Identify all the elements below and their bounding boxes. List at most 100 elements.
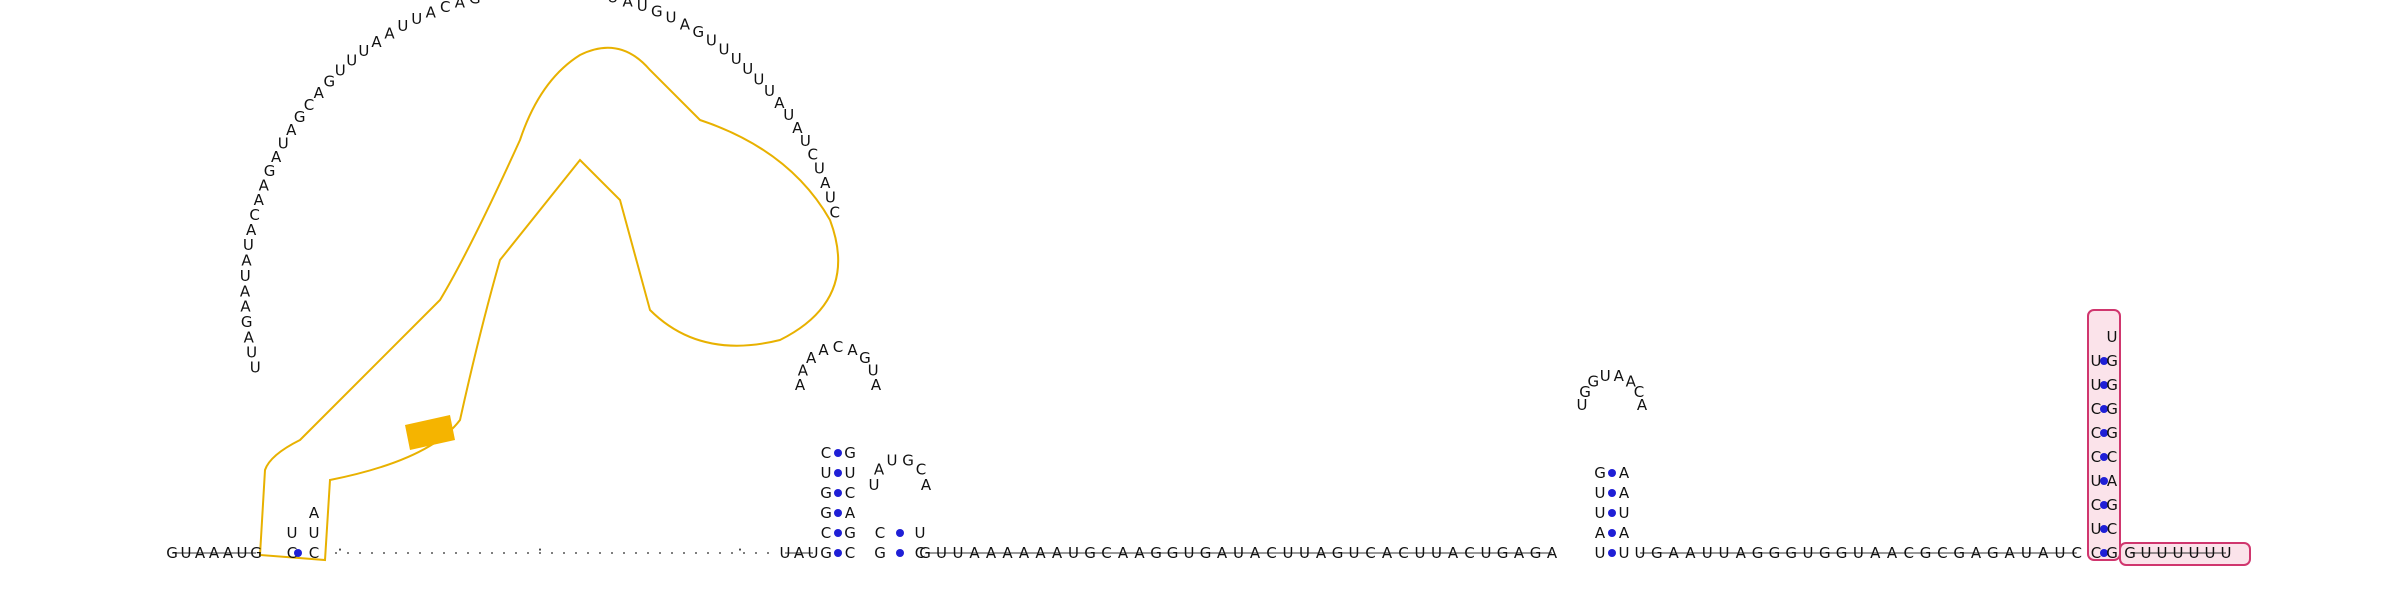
nucleotide: A bbox=[371, 33, 382, 51]
nucleotide: A bbox=[1619, 484, 1630, 502]
nucleotide: G bbox=[651, 3, 663, 21]
base-pair-dot bbox=[1608, 489, 1616, 497]
nucleotide: A bbox=[792, 119, 803, 137]
nucleotide: U bbox=[1719, 544, 1730, 562]
nucleotide: C bbox=[845, 544, 855, 562]
nucleotide: U bbox=[1233, 544, 1244, 562]
nucleotide: A bbox=[223, 544, 234, 562]
nucleotide: U bbox=[1702, 544, 1713, 562]
nucleotide: C bbox=[916, 461, 926, 479]
nucleotide: G bbox=[1769, 544, 1781, 562]
nucleotide: U bbox=[1635, 544, 1646, 562]
nucleotide: A bbox=[847, 341, 858, 359]
nucleotide: A bbox=[795, 376, 806, 394]
nucleotide: U bbox=[1415, 544, 1426, 562]
nucleotide: U bbox=[783, 106, 794, 124]
nucleotide: C bbox=[1266, 544, 1276, 562]
nucleotide: U bbox=[181, 544, 192, 562]
nucleotide: A bbox=[1052, 544, 1063, 562]
base-pair-dot bbox=[834, 529, 842, 537]
base-pair-dot bbox=[834, 469, 842, 477]
nucleotide: G bbox=[844, 524, 856, 542]
nucleotide: G bbox=[2106, 400, 2118, 418]
domain-highlight-outline bbox=[258, 46, 840, 562]
nucleotide: U bbox=[825, 189, 836, 207]
nucleotide: G bbox=[1332, 544, 1344, 562]
nucleotide: G bbox=[576, 0, 588, 1]
nucleotide: A bbox=[455, 0, 466, 11]
nucleotide: G bbox=[820, 544, 832, 562]
base-pair-dot bbox=[834, 489, 842, 497]
nucleotide: A bbox=[2107, 472, 2118, 490]
nucleotide: A bbox=[1002, 544, 1013, 562]
nucleotide: U bbox=[742, 60, 753, 78]
nucleotide: A bbox=[259, 176, 270, 194]
nucleotide: A bbox=[1668, 544, 1679, 562]
nucleotide: A bbox=[1035, 544, 1046, 562]
nucleotide: C bbox=[2091, 448, 2101, 466]
nucleotide: G bbox=[1497, 544, 1509, 562]
nucleotide: U bbox=[397, 17, 408, 35]
nucleotide: G bbox=[2106, 376, 2118, 394]
nucleotide: A bbox=[1619, 524, 1630, 542]
nucleotide: A bbox=[246, 221, 257, 239]
nucleotide: A bbox=[806, 349, 817, 367]
nucleotide: G bbox=[1752, 544, 1764, 562]
nucleotide: U bbox=[666, 9, 677, 27]
nucleotide: A bbox=[1217, 544, 1228, 562]
base-pair-dot bbox=[1608, 469, 1616, 477]
nucleotide: C bbox=[2072, 544, 2082, 562]
nucleotide: U bbox=[335, 62, 346, 80]
nucleotide: A bbox=[845, 504, 856, 522]
nucleotide: G bbox=[1167, 544, 1179, 562]
nucleotide: C bbox=[1101, 544, 1111, 562]
nucleotide: U bbox=[240, 267, 251, 285]
nucleotide: G bbox=[323, 73, 335, 91]
nucleotide: U bbox=[821, 464, 832, 482]
nucleotide: C bbox=[2091, 544, 2101, 562]
nucleotide: C bbox=[2107, 448, 2117, 466]
nucleotide: A bbox=[1685, 544, 1696, 562]
nucleotide: G bbox=[2106, 424, 2118, 442]
nucleotide: A bbox=[622, 0, 633, 11]
nucleotide: C bbox=[1904, 544, 1914, 562]
nucleotide: U bbox=[1595, 504, 1606, 522]
nucleotide: G bbox=[2106, 352, 2118, 370]
nucleotide: G bbox=[1587, 373, 1599, 391]
nucleotide: G bbox=[264, 162, 276, 180]
nucleotide: A bbox=[592, 0, 603, 4]
nucleotide: U bbox=[915, 524, 926, 542]
nucleotide: U bbox=[936, 544, 947, 562]
nucleotide: C bbox=[1937, 544, 1947, 562]
nucleotide: G bbox=[902, 451, 914, 469]
nucleotide: A bbox=[485, 0, 496, 4]
nucleotide: A bbox=[1250, 544, 1261, 562]
nucleotide: U bbox=[346, 52, 357, 70]
nucleotide: A bbox=[240, 282, 251, 300]
nucleotide: G bbox=[1084, 544, 1096, 562]
nucleotide: A bbox=[680, 16, 691, 34]
nucleotide: U bbox=[2221, 544, 2232, 562]
nucleotide: U bbox=[278, 134, 289, 152]
nucleotide: U bbox=[845, 464, 856, 482]
nucleotide: G bbox=[820, 504, 832, 522]
nucleotide: A bbox=[874, 461, 885, 479]
nucleotide: U bbox=[2021, 544, 2032, 562]
nucleotide: A bbox=[244, 328, 255, 346]
nucleotide: C bbox=[249, 206, 259, 224]
nucleotide: A bbox=[209, 544, 220, 562]
nucleotide: G bbox=[820, 484, 832, 502]
nucleotide: U bbox=[246, 344, 257, 362]
nucleotide: A bbox=[794, 544, 805, 562]
nucleotide: C bbox=[287, 544, 297, 562]
nucleotide: G bbox=[499, 0, 511, 2]
nucleotide: U bbox=[753, 71, 764, 89]
nucleotide: A bbox=[921, 476, 932, 494]
nucleotide: C bbox=[1464, 544, 1474, 562]
nucleotide: C bbox=[845, 484, 855, 502]
base-pair-bonds bbox=[294, 357, 2108, 557]
base-pair-dot bbox=[834, 509, 842, 517]
nucleotide: U bbox=[1349, 544, 1360, 562]
nucleotide: A bbox=[1595, 524, 1606, 542]
